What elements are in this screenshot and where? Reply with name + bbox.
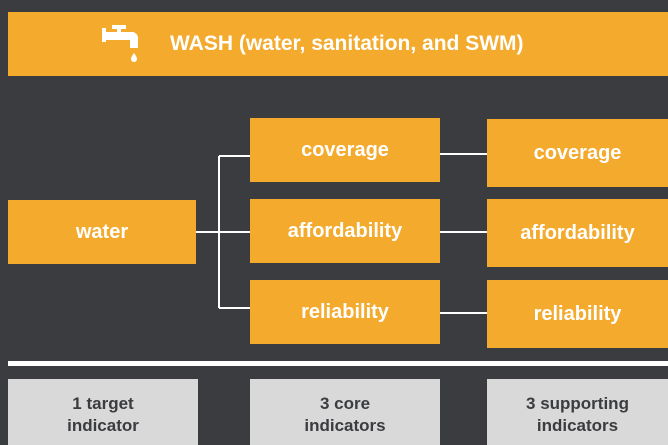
summary-target-line-1: 1 target [72,394,134,413]
summary-target-box: 1 target indicator [8,379,198,445]
supporting-indicator-coverage: coverage [487,119,668,187]
supporting-indicator-label: coverage [533,141,622,164]
supporting-indicator-label: affordability [520,221,635,244]
summary-supporting-line-2: indicators [536,416,619,435]
core-indicator-reliability: reliability [250,280,440,344]
core-indicator-label: coverage [301,138,389,161]
supporting-indicator-label: reliability [533,302,622,325]
summary-core-line-2: indicators [304,416,386,435]
section-divider [8,361,668,366]
core-indicator-affordability: affordability [250,199,440,263]
summary-core-line-1: 3 core [319,394,371,413]
summary-supporting-box: 3 supporting indicators [487,379,668,445]
core-indicator-label: affordability [287,219,403,242]
supporting-indicator-reliability: reliability [487,280,668,348]
header-banner: WASH (water, sanitation, and SWM) [8,12,668,76]
core-indicator-coverage: coverage [250,118,440,182]
header-title: WASH (water, sanitation, and SWM) [170,32,524,55]
supporting-indicator-affordability: affordability [487,199,668,267]
summary-supporting-line-1: 3 supporting [526,394,629,413]
target-indicator-label: water [75,220,129,243]
target-indicator-box: water [8,200,196,264]
summary-target-line-2: indicator [67,416,139,435]
summary-core-box: 3 core indicators [250,379,440,445]
faucet-icon [102,25,138,62]
core-indicator-label: reliability [301,300,389,323]
